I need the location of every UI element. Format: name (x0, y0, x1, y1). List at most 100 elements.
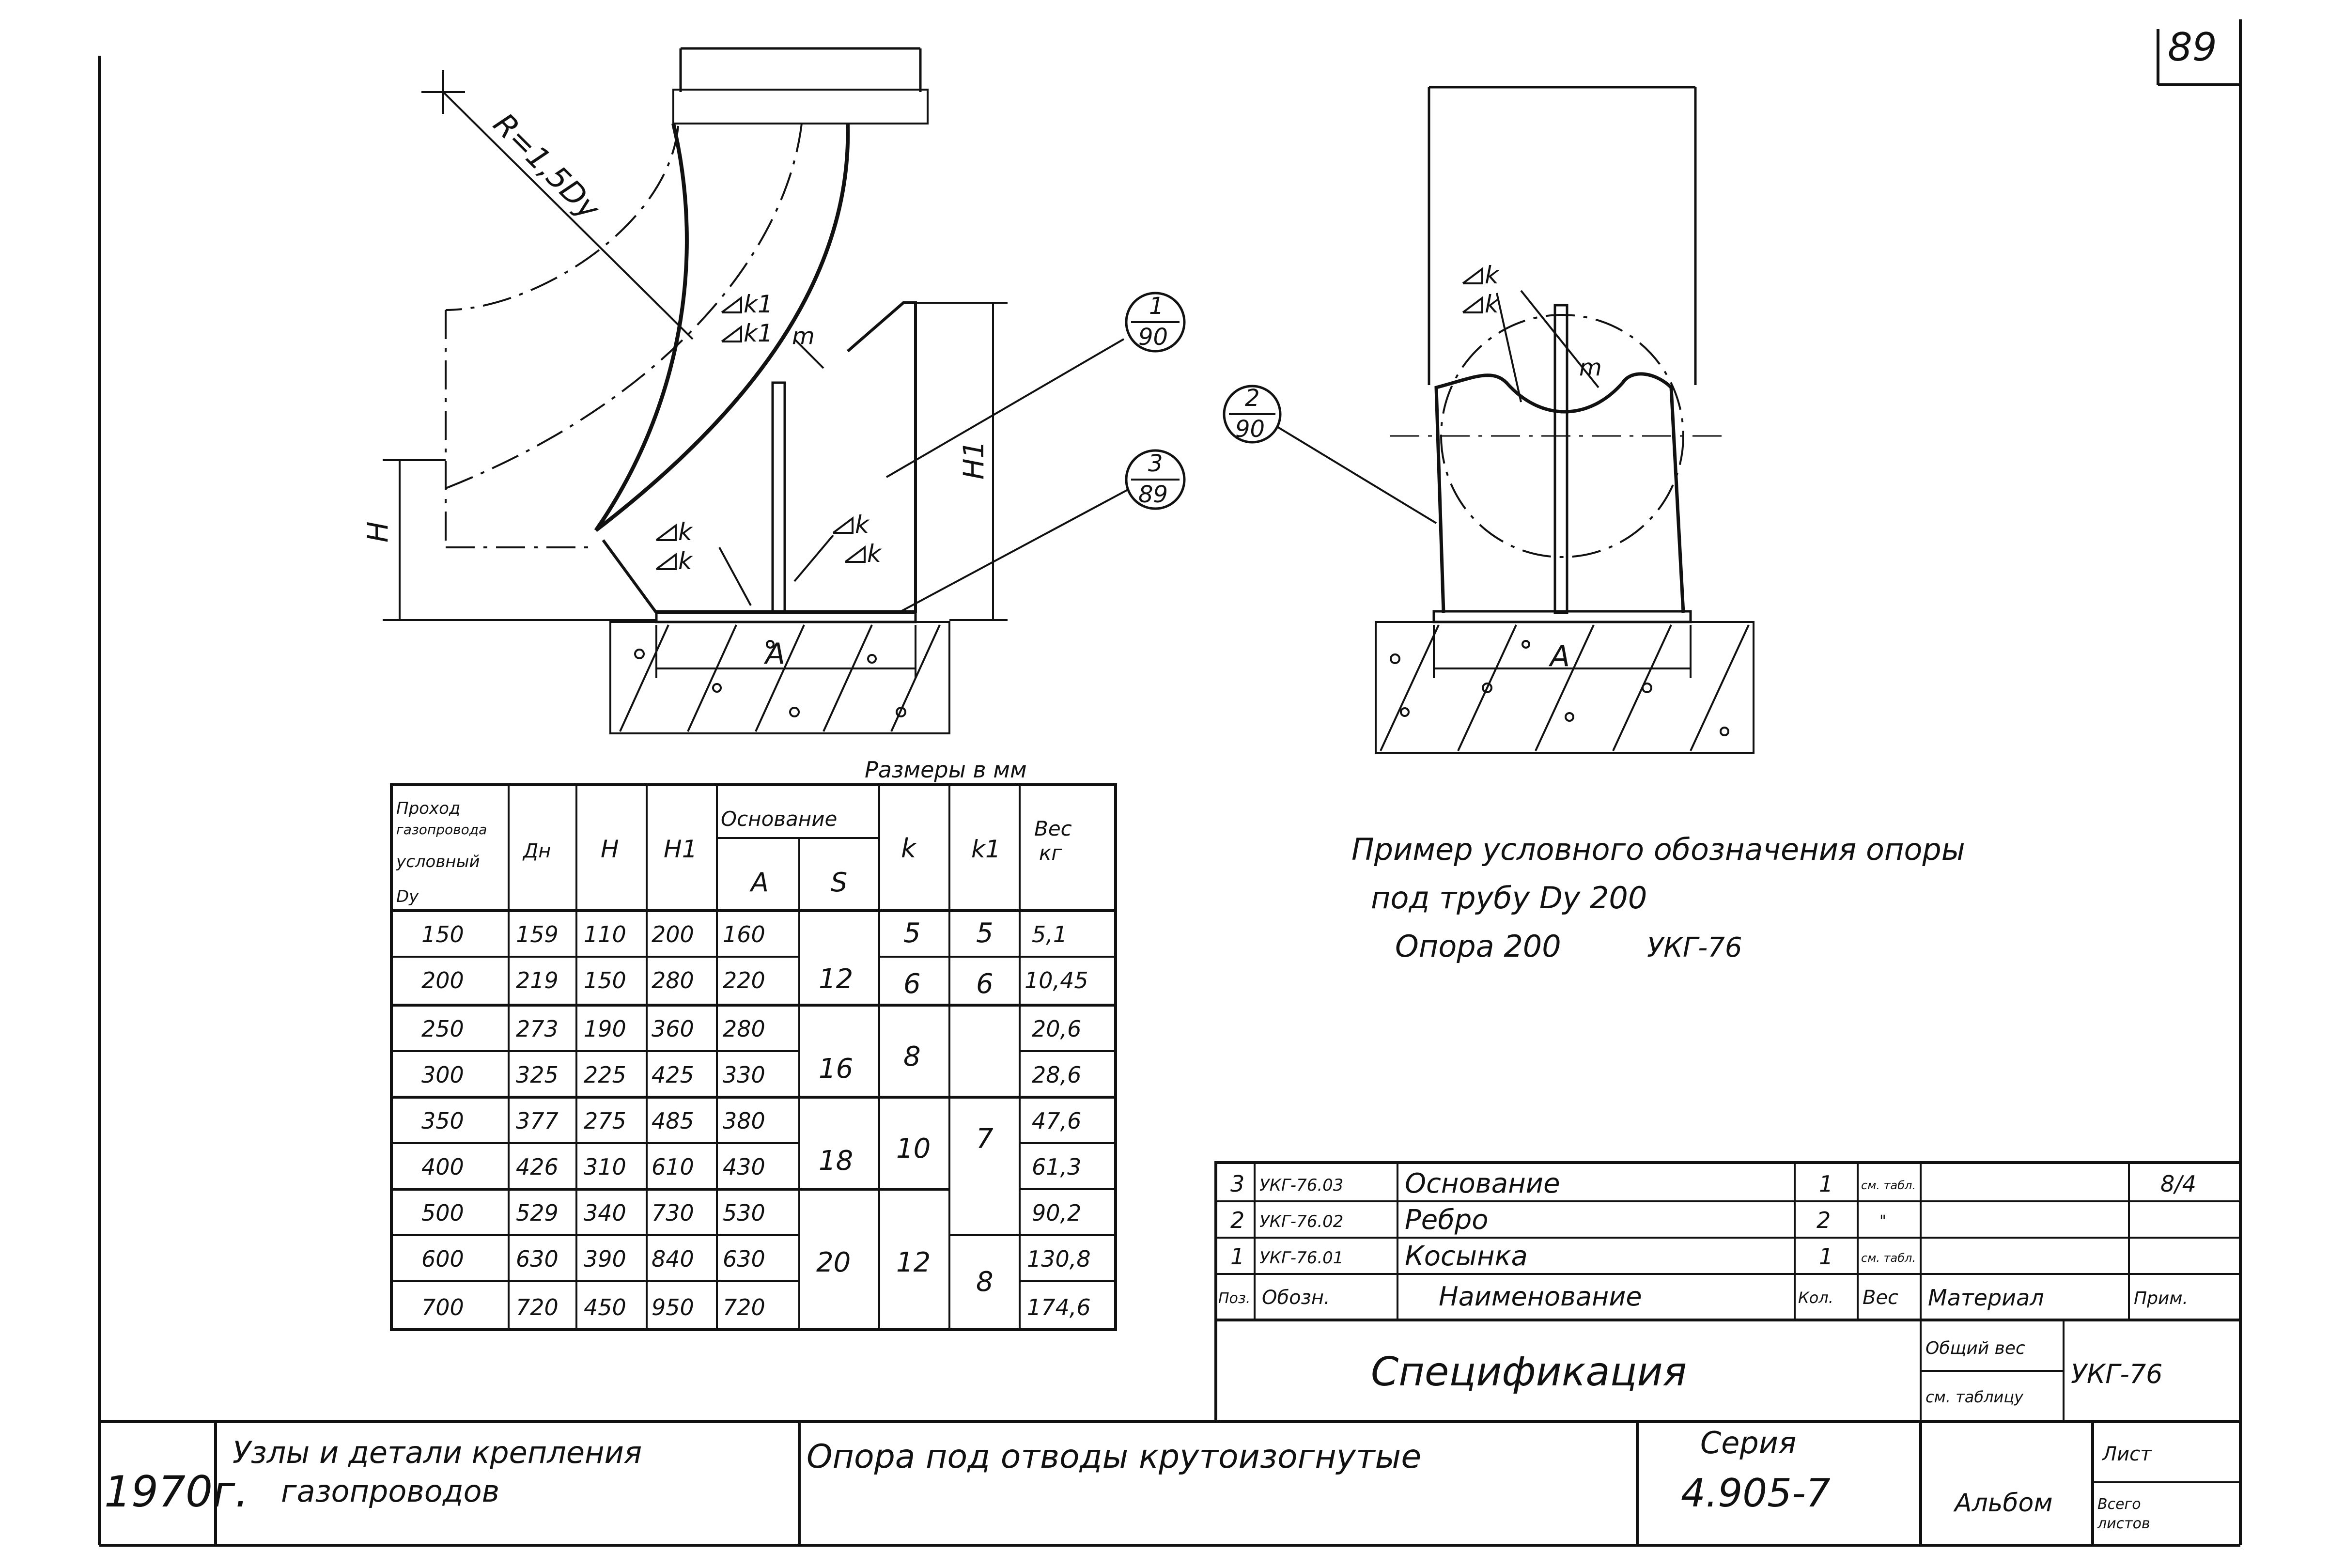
row-2-h1: 280 (652, 967, 694, 994)
row-1-dn: 159 (516, 921, 559, 947)
spec-row-3-pos: 3 (1230, 1171, 1244, 1197)
spec-hdr-material: Материал (1928, 1285, 2044, 1311)
spec-row-2-code: УКГ-76.02 (1259, 1212, 1343, 1231)
drawing-title: Опора под отводы крутоизогнутые (807, 1438, 1421, 1476)
k-group-5: 12 (896, 1247, 931, 1278)
spec-row-2-pos: 2 (1230, 1207, 1244, 1233)
spec-row-2-name: Ребро (1405, 1204, 1489, 1236)
row-4-h: 225 (584, 1062, 626, 1088)
row-7-a: 530 (723, 1200, 765, 1226)
series-number: 4.905-7 (1681, 1471, 1831, 1516)
spec-row-3-name: Основание (1405, 1168, 1560, 1199)
row-2-a: 220 (723, 967, 765, 994)
hdr-base: Основание (721, 807, 837, 831)
spec-total-weight-1: Общий вес (1925, 1338, 2025, 1358)
s-group-2: 16 (819, 1053, 853, 1085)
sheet-number: 89 (2168, 25, 2217, 70)
weld-right-m: m (1579, 354, 1602, 381)
row-2-w: 10,45 (1025, 967, 1088, 994)
hdr-dy-2: газопровода (396, 822, 487, 838)
row-9-dn: 720 (516, 1294, 559, 1320)
spec-row-1-qty: 1 (1819, 1243, 1833, 1270)
spec-row-1-name: Косынка (1405, 1241, 1528, 1272)
row-1-w: 5,1 (1032, 921, 1067, 947)
weld-right-k-b: k (1485, 290, 1500, 318)
row-8-dn: 630 (516, 1246, 559, 1272)
total-sheets-2: листов (2097, 1515, 2150, 1532)
weld-k-b: k (678, 547, 693, 575)
hdr-h: H (601, 835, 619, 863)
row-1-dy: 150 (421, 921, 464, 947)
row-7-w: 90,2 (1032, 1200, 1081, 1226)
row-5-dy: 350 (421, 1108, 464, 1134)
spec-row-1-weight: см. табл. (1861, 1251, 1916, 1265)
k-group-3: 8 (903, 1041, 921, 1072)
hdr-weight-1: Вес (1034, 817, 1072, 840)
row-8-h1: 840 (652, 1246, 694, 1272)
spec-hdr-code: Обозн. (1262, 1287, 1330, 1309)
row-9-w: 174,6 (1027, 1294, 1091, 1320)
hdr-k: k (901, 833, 917, 864)
row-1-a: 160 (723, 921, 765, 947)
hdr-dy-3: условный (396, 852, 480, 871)
row-4-a: 330 (723, 1062, 765, 1088)
row-7-h1: 730 (652, 1200, 694, 1226)
row-3-h: 190 (584, 1016, 626, 1042)
spec-row-2-weight: " (1879, 1212, 1886, 1229)
radius-label: R=1,5Dy (486, 106, 607, 227)
hdr-a: A (749, 867, 769, 898)
row-3-dy: 250 (421, 1016, 464, 1042)
row-5-h: 275 (584, 1108, 626, 1134)
row-8-w: 130,8 (1027, 1246, 1091, 1272)
weld-k1-a: k1 (744, 290, 773, 318)
s-group-4: 20 (816, 1247, 851, 1278)
spec-row-3-note: 8/4 (2160, 1171, 2196, 1197)
spec-row-3-weight: см. табл. (1861, 1179, 1916, 1192)
left-view: R=1,5Dy (361, 47, 1186, 734)
k1-group-2: 6 (976, 968, 994, 1000)
series-label: Серия (1700, 1425, 1796, 1460)
row-6-a: 430 (723, 1154, 765, 1180)
s-group-1: 12 (819, 963, 853, 995)
example-line-2: под трубу Dy 200 (1371, 880, 1647, 916)
spec-hdr-note: Прим. (2134, 1289, 2188, 1308)
hdr-dn: Дн (522, 840, 551, 862)
spec-hdr-pos: Поз. (1218, 1290, 1250, 1307)
total-sheets-1: Всего (2097, 1496, 2141, 1513)
spec-row-1-pos: 1 (1230, 1243, 1244, 1270)
weld-right-k-a: k (1485, 261, 1500, 289)
row-6-dy: 400 (421, 1154, 464, 1180)
weld-k-c: k (855, 511, 870, 539)
dim-h-left: H (361, 521, 394, 543)
row-4-w: 28,6 (1032, 1062, 1081, 1088)
dim-a-left: A (763, 637, 785, 671)
hdr-dy-4: Dy (396, 887, 419, 906)
k-group-2: 6 (903, 968, 921, 1000)
row-8-dy: 600 (421, 1246, 464, 1272)
row-9-h: 450 (584, 1294, 626, 1320)
k1-group-3: 7 (976, 1123, 994, 1155)
row-3-w: 20,6 (1032, 1016, 1081, 1042)
k1-group-4: 8 (976, 1266, 994, 1298)
designation-example: Пример условного обозначения опоры под т… (1351, 832, 1965, 964)
row-3-dn: 273 (516, 1016, 559, 1042)
row-2-dy: 200 (421, 967, 464, 994)
spec-row-1-code: УКГ-76.01 (1259, 1248, 1343, 1268)
row-5-w: 47,6 (1032, 1108, 1081, 1134)
example-line-3-code: УКГ-76 (1647, 932, 1742, 963)
spec-row-2-qty: 2 (1817, 1207, 1831, 1233)
row-9-h1: 950 (652, 1294, 694, 1320)
spec-row-3-qty: 1 (1819, 1171, 1833, 1197)
year: 1970г. (104, 1467, 248, 1517)
row-4-dn: 325 (516, 1062, 559, 1088)
example-line-1: Пример условного обозначения опоры (1351, 832, 1965, 867)
row-7-h: 340 (584, 1200, 626, 1226)
row-2-h: 150 (584, 967, 626, 994)
sheet-label: Лист (2101, 1443, 2152, 1465)
hdr-k1: k1 (971, 835, 1001, 863)
example-line-3-name: Опора 200 (1395, 929, 1561, 964)
row-9-a: 720 (723, 1294, 765, 1320)
hdr-weight-2: кг (1039, 841, 1062, 865)
dim-h1: H1 (957, 440, 990, 480)
k-group-4: 10 (896, 1133, 931, 1164)
